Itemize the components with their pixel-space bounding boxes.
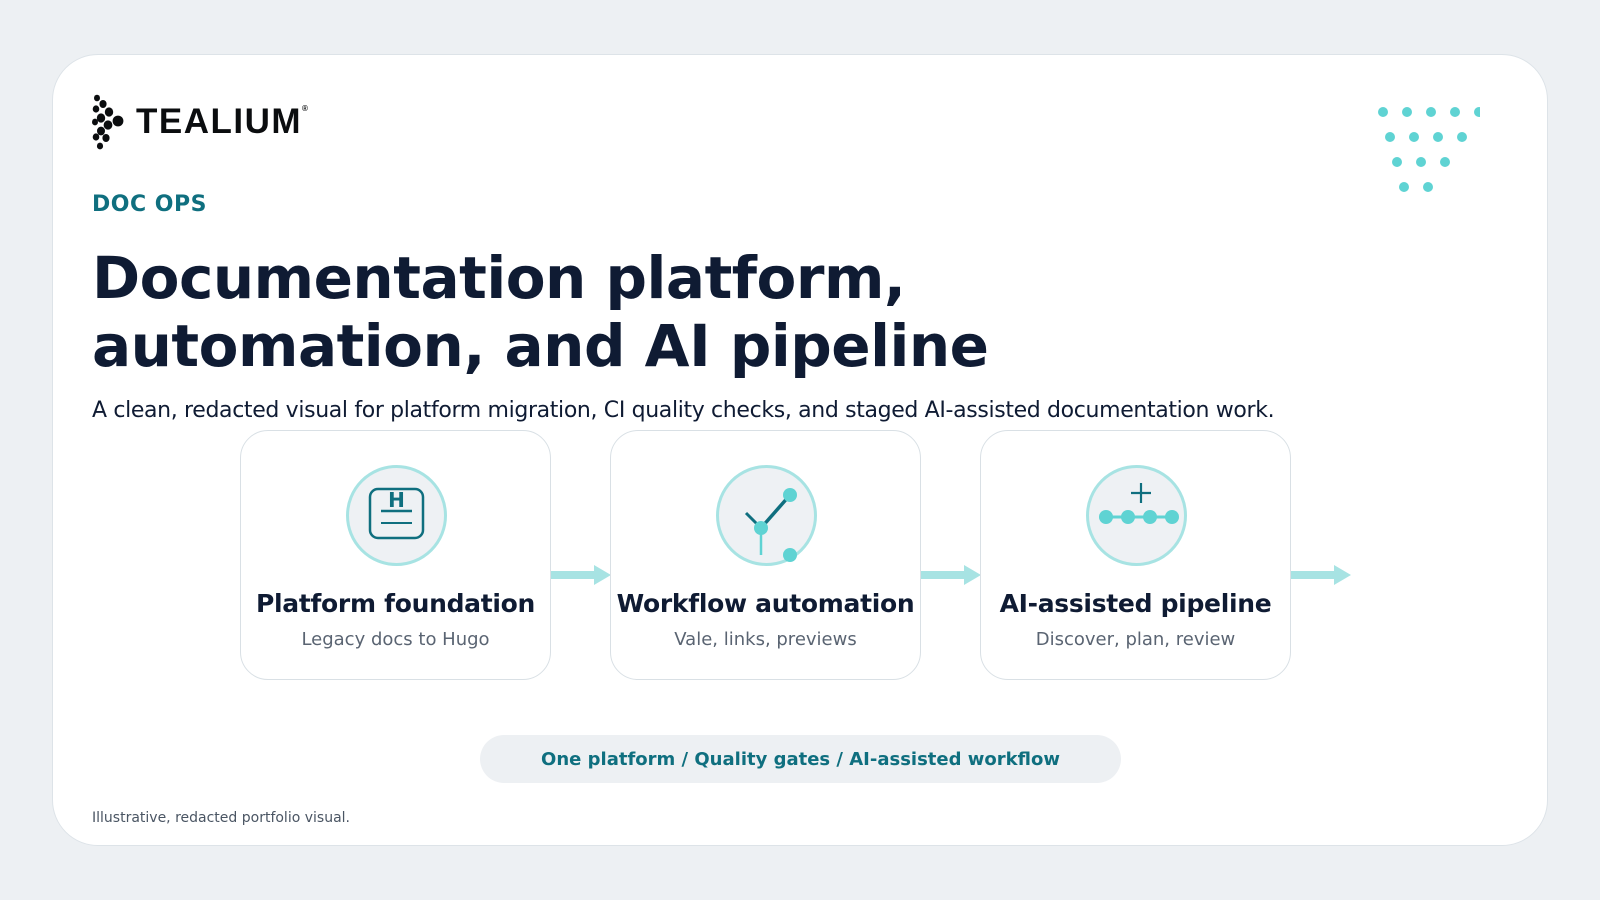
step-subtitle: Discover, plan, review	[1035, 629, 1236, 650]
page-title: Documentation platform, automation, and …	[92, 244, 989, 380]
step-card-ai-assisted-pipeline: AI-assisted pipeline Discover, plan, rev…	[980, 430, 1291, 680]
step-title: Platform foundation	[255, 589, 536, 618]
step-subtitle: Vale, links, previews	[674, 629, 857, 650]
tagline-pill: One platform / Quality gates / AI-assist…	[480, 735, 1121, 783]
logo-wordmark: TEALIUM®	[136, 102, 308, 141]
svg-text:H: H	[388, 488, 405, 512]
page-subtitle: A clean, redacted visual for platform mi…	[92, 398, 1275, 423]
hugo-document-icon: H	[345, 465, 447, 566]
checkmark-branch-icon	[715, 465, 817, 566]
decorative-dots	[1378, 107, 1480, 192]
footnote: Illustrative, redacted portfolio visual.	[92, 810, 350, 826]
connected-nodes-plus-icon	[1085, 465, 1187, 566]
step-title: Workflow automation	[616, 589, 915, 618]
step-card-workflow-automation: Workflow automation Vale, links, preview…	[610, 430, 921, 680]
tealium-logo: TEALIUM®	[92, 94, 308, 150]
step-card-platform-foundation: H Platform foundation Legacy docs to Hug…	[240, 430, 551, 680]
tealium-logo-mark-icon	[92, 94, 124, 150]
eyebrow-label: DOC OPS	[92, 192, 207, 217]
step-subtitle: Legacy docs to Hugo	[301, 629, 490, 650]
step-title: AI-assisted pipeline	[999, 589, 1272, 618]
